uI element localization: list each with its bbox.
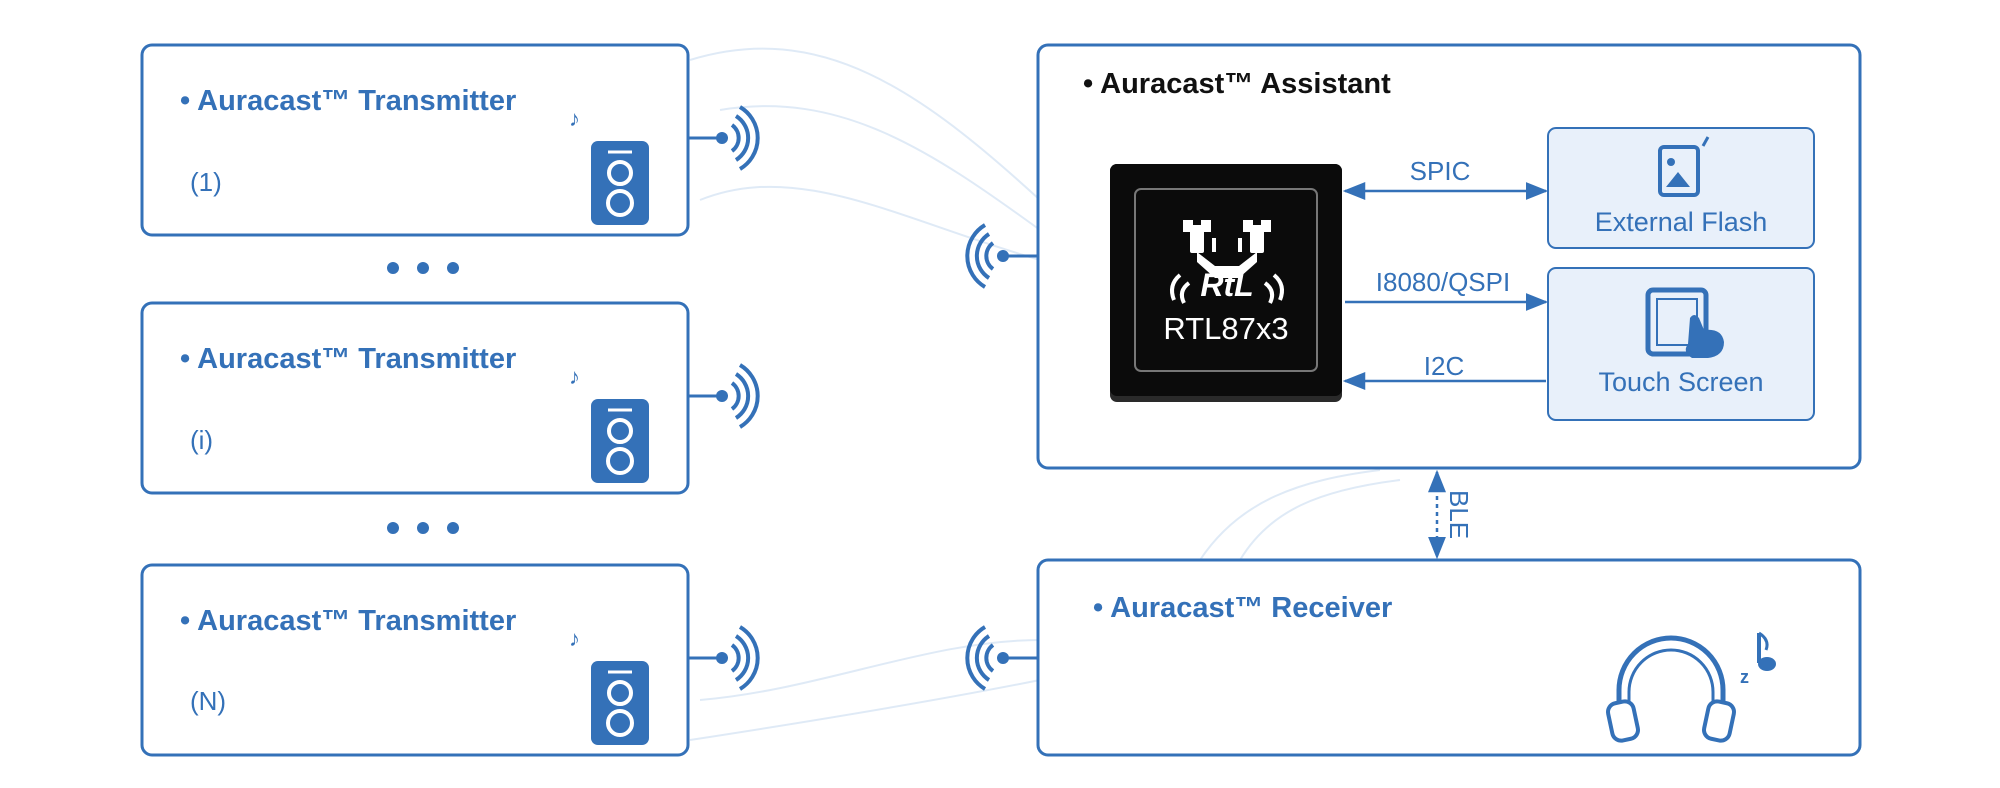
music-note-icon: z — [1740, 631, 1776, 687]
broadcast-wave-icon — [714, 363, 760, 429]
i8080-qspi-link: I8080/QSPI — [1345, 267, 1549, 311]
svg-text:RtL: RtL — [1200, 267, 1253, 303]
transmitter-1: • Auracast™ Transmitter (1) — [140, 43, 760, 237]
spic-link: SPIC — [1342, 156, 1549, 200]
touch-screen: Touch Screen — [1547, 267, 1815, 421]
chip-label: RTL87x3 — [1163, 311, 1288, 346]
external-flash: External Flash — [1547, 127, 1815, 249]
transmitter-n-title: • Auracast™ Transmitter — [180, 605, 516, 637]
transmitter-1-box — [140, 43, 690, 237]
broadcast-wave-icon — [714, 625, 760, 691]
transmitter-n-index: (N) — [190, 686, 226, 716]
receiver: • Auracast™ Receiver z — [965, 558, 1862, 757]
image-file-icon — [1658, 136, 1710, 197]
touch-screen-icon — [1645, 287, 1724, 358]
broadcast-wave-icon — [965, 625, 1011, 691]
i2c-link: I2C — [1342, 351, 1546, 390]
i8080-qspi-label: I8080/QSPI — [1376, 267, 1510, 297]
transmitter-n-box — [140, 563, 690, 757]
ellipsis-dots — [387, 522, 459, 534]
i2c-label: I2C — [1424, 351, 1464, 381]
headphones-icon — [1606, 635, 1736, 743]
external-flash-label: External Flash — [1595, 207, 1768, 237]
rtl87x3-chip: RtL RTL87x3 — [1110, 164, 1342, 402]
transmitter-1-title: • Auracast™ Transmitter — [180, 85, 516, 117]
transmitter-i-index: (i) — [190, 425, 213, 455]
broadcast-wave-icon — [965, 223, 1011, 289]
ble-label: BLE — [1444, 490, 1474, 539]
receiver-title: • Auracast™ Receiver — [1093, 592, 1392, 624]
broadcast-wave-icon — [714, 105, 760, 171]
assistant-title: • Auracast™ Assistant — [1083, 68, 1391, 100]
touch-screen-label: Touch Screen — [1598, 367, 1763, 397]
transmitter-n: • Auracast™ Transmitter (N) — [140, 563, 760, 757]
spic-label: SPIC — [1410, 156, 1471, 186]
crab-logo-icon: RtL — [1170, 220, 1284, 304]
svg-text:z: z — [1740, 667, 1749, 687]
transmitter-i-title: • Auracast™ Transmitter — [180, 343, 516, 375]
transmitter-i-box — [140, 301, 690, 495]
ellipsis-dots — [387, 262, 459, 274]
receiver-box — [1036, 558, 1862, 757]
transmitter-1-index: (1) — [190, 167, 222, 197]
transmitter-i: • Auracast™ Transmitter (i) — [140, 301, 760, 495]
assistant: • Auracast™ Assistant RtL — [965, 43, 1862, 470]
background-swooshes — [689, 47, 1401, 741]
ble-link: BLE — [1428, 469, 1474, 560]
